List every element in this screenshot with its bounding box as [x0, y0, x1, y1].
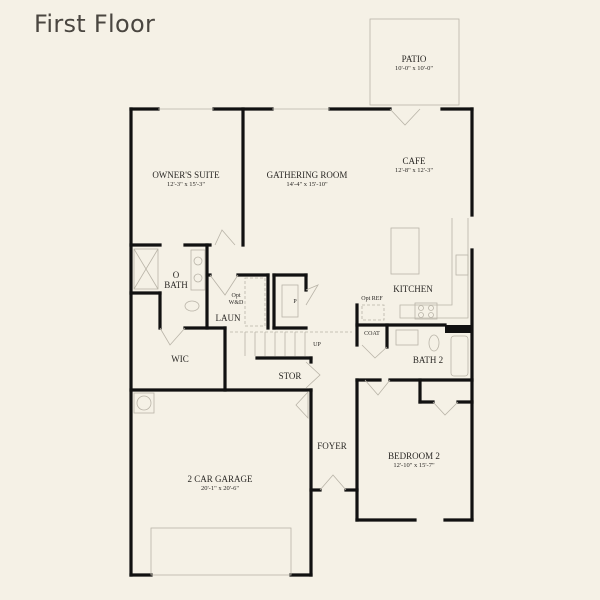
bath2-sink-icon: [395, 329, 419, 346]
patio-label: PATIO: [402, 54, 427, 64]
garage-door: [150, 527, 292, 576]
bath2-label: BATH 2: [413, 355, 443, 365]
fixtures: [133, 108, 469, 576]
garage-label: 2 CAR GARAGE: [187, 474, 253, 484]
opt-wd-space: [244, 277, 266, 327]
wic-label: WIC: [171, 354, 189, 364]
toilet-icon: [428, 334, 440, 352]
patio-outline: [369, 18, 460, 106]
pantry-shelf: [281, 284, 299, 318]
page-title: First Floor: [34, 10, 156, 38]
bathtub-icon: [450, 335, 469, 377]
kitchen-counter: [399, 218, 469, 319]
o-bath-label-1: O: [173, 270, 180, 280]
opt-wd-label-1: Opt: [232, 293, 241, 299]
owner-toilet-icon: [184, 300, 200, 312]
gathering-room-label: GATHERING ROOM: [267, 170, 348, 180]
gathering-room-dims: 14'-4" x 15'-10": [286, 181, 328, 188]
up-label: UP: [313, 342, 321, 348]
opt-ref-space: [361, 304, 385, 321]
bedroom2-label: BEDROOM 2: [388, 451, 440, 461]
shower-icon: [133, 248, 159, 290]
kitchen-label: KITCHEN: [393, 284, 433, 294]
bedroom2-dims: 12'-10" x 15'-7": [393, 462, 435, 469]
foyer-label: FOYER: [317, 441, 347, 451]
kitchen-island: [390, 227, 420, 275]
stairs: [230, 331, 352, 356]
owners-suite-label: OWNER'S SUITE: [152, 170, 220, 180]
garage-dims: 20'-1" x 20'-6": [201, 485, 239, 492]
patio-dims: 10'-0" x 10'-0": [395, 65, 433, 72]
o-bath-label-2: BATH: [164, 280, 188, 290]
interior-walls: [129, 107, 474, 404]
stor-label: STOR: [279, 371, 302, 381]
stove-icon: [414, 302, 438, 320]
pantry-label: P: [293, 299, 297, 305]
cafe-label: CAFE: [402, 156, 426, 166]
owners-suite-dims: 12'-3" x 15'-3": [167, 181, 205, 188]
cafe-dims: 12'-8" x 12'-3": [395, 167, 433, 174]
sink-icon: [455, 254, 469, 276]
laun-label: LAUN: [216, 313, 241, 323]
coat-label: COAT: [364, 331, 380, 337]
vanity-icon: [190, 249, 206, 291]
opt-ref-label: Opt REF: [361, 296, 383, 302]
exterior-walls: [129, 107, 474, 577]
opt-wd-label-2: W&D: [229, 300, 244, 306]
water-heater-icon: [133, 392, 155, 414]
